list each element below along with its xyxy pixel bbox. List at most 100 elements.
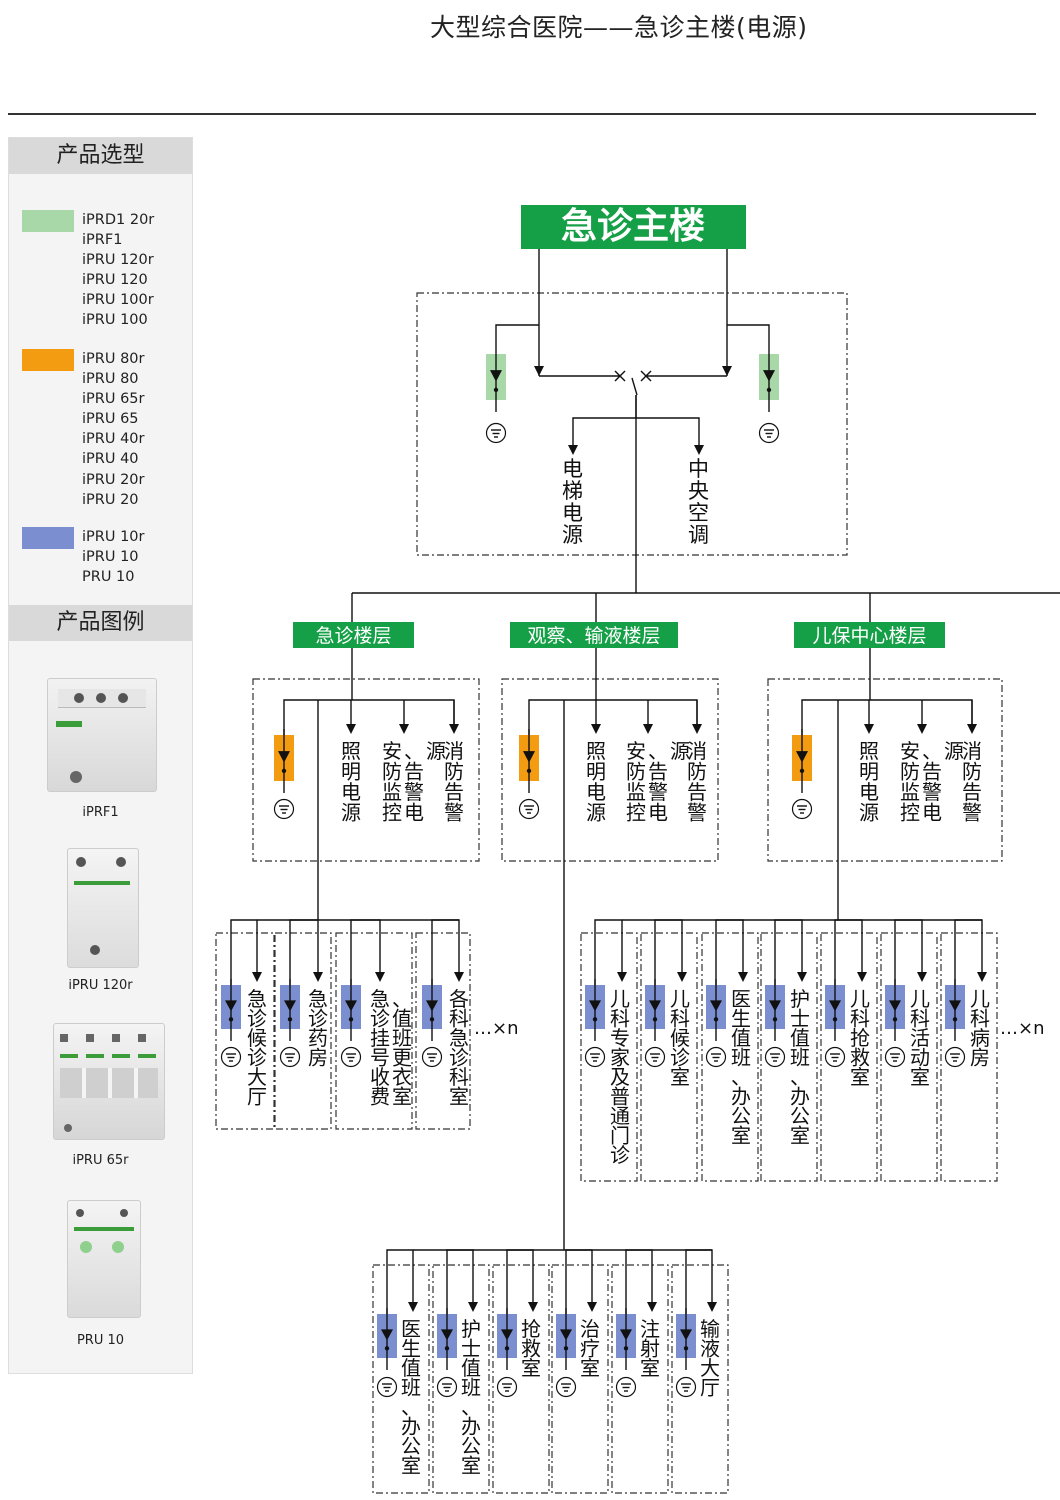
junction-dot [772,1017,778,1022]
arrow-head [617,972,627,982]
room-label-text: 儿科候诊室 [670,987,690,1089]
arrow-head [643,724,653,734]
room-enclosure [372,1264,430,1494]
arrow-head [408,1302,418,1312]
junction-dot [228,1017,234,1022]
arrow-head [501,1329,513,1341]
product-caption: iPRU 65r [72,1153,129,1168]
junction-dot [892,1017,898,1022]
wire [431,919,460,988]
junction-dot [526,768,532,774]
floor-enclosure [252,678,480,862]
wire [230,919,258,988]
room-label-text: 急诊候诊大厅 [247,987,267,1109]
room-label: 治疗室 [580,1317,600,1380]
floor-load-label-text: 消防告警 [687,739,707,825]
room-enclosure [215,932,275,1130]
blue-product-list: iPRU 10r iPRU 10 PRU 10 [82,527,144,587]
floor-header [510,622,678,648]
floor-load-label-text: 安防监控、告警电源 [626,739,690,825]
wire [631,377,638,396]
arrow-head [454,972,464,982]
product-caption: iPRU 120r [68,978,133,993]
junction-dot [287,1017,293,1022]
floor-enclosure [767,678,1003,862]
junction-dot [713,1017,719,1022]
room-label-text: 输液大厅 [700,1317,720,1400]
junction-dot [832,1017,838,1022]
floor-load-label: 照明电源 [859,739,879,825]
arrow-head [278,751,290,763]
room-enclosure [580,932,638,1182]
arrow-head [857,972,867,982]
room-label: 急诊候诊大厅 [247,987,267,1109]
central-ac-label-text: 中央空调 [688,457,709,547]
floor-load-label: 消防告警 [444,739,464,825]
room-label: 儿科病房 [970,987,990,1070]
junction-dot [563,1346,569,1351]
product-item: PRU 10 [82,569,135,586]
arrow-head [738,972,748,982]
floor-header [794,622,945,648]
junction-dot [652,1017,658,1022]
wire [954,919,983,988]
product-item: iPRU 40 [82,451,139,468]
room-label: 医生值班、办公室 [401,1317,421,1478]
room-label-text: 护士值班、办公室 [790,987,810,1148]
junction-dot [952,1017,958,1022]
green-product-list: iPRD1 20r iPRF1 iPRU 120r iPRU 120 iPRU … [82,210,154,331]
room-label-text: 治疗室 [580,1317,600,1380]
junction-dot [493,387,499,393]
room-label: 输液大厅 [700,1317,720,1400]
arrow-head [523,751,535,763]
product-caption: PRU 10 [76,1333,125,1348]
arrow-head [345,1000,357,1012]
room-label: 儿科抢救室 [850,987,870,1089]
orange-product-list: iPRU 80r iPRU 80 iPRU 65r iPRU 65 iPRU 4… [82,349,144,510]
junction-dot [592,1017,598,1022]
wire [594,919,623,988]
room-label-text: 护士值班、办公室 [461,1317,481,1478]
room-label-text: 儿科活动室 [910,987,930,1089]
room-enclosure [671,1264,729,1494]
room-label-text: 各科急诊科室 [449,987,469,1109]
room-label: 急诊药房 [308,987,328,1070]
room-label-text: 注射室 [640,1317,660,1380]
arrow-head [694,445,704,455]
wire [495,324,539,348]
wire [727,324,770,348]
wire [640,370,652,382]
floor-load-label: 照明电源 [586,739,606,825]
room-enclosure [611,1264,669,1494]
elevator-power-label: 电梯电源 [562,457,583,547]
floor-load-label-text: 消防告警 [962,739,982,825]
room-label-text: 儿科抢救室 [850,987,870,1089]
room-enclosure [940,932,998,1182]
arrow-head [426,1000,438,1012]
arrow-head [591,724,601,734]
arrow-head [589,1000,601,1012]
floor-load-label-text: 安防监控、告警电源 [382,739,446,825]
junction-dot [683,1346,689,1351]
floor-enclosure [501,678,719,862]
blue-swatch [22,527,74,549]
wire [801,699,973,735]
arrow-head [707,1302,717,1312]
room-enclosure [760,932,818,1182]
floor-label: 急诊楼层 [315,625,391,647]
junction-dot [766,387,772,393]
arrow-head [647,1302,657,1312]
ipru65r-product-image [53,1023,165,1140]
junction-dot [799,768,805,774]
room-enclosure [335,932,413,1130]
product-item: iPRU 65r [82,391,145,408]
arrow-head [796,751,808,763]
arrow-head [449,724,459,734]
arrow-head [967,724,977,734]
room-enclosure [640,932,698,1182]
arrow-head [284,1000,296,1012]
arrow-head [490,370,502,382]
arrow-head [977,972,987,982]
main-building-enclosure [416,292,848,556]
